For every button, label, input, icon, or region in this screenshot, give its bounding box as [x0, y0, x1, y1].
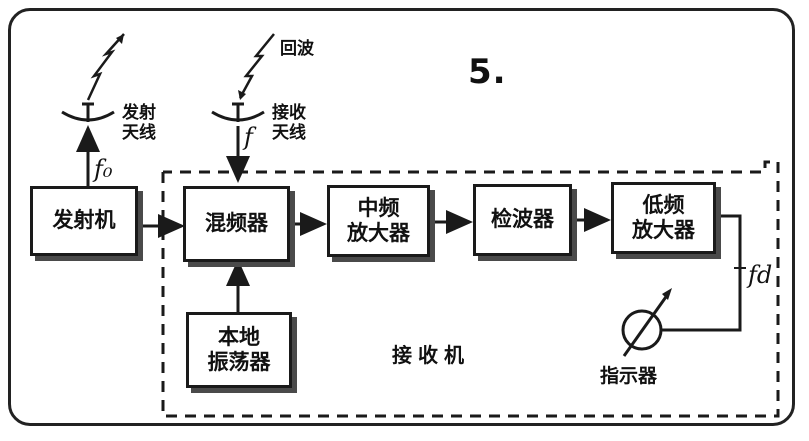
transmit-frequency-label: f₀: [94, 155, 113, 183]
transmit-wave-icon: [86, 33, 125, 101]
local-oscillator-line1: 本地: [218, 324, 260, 349]
lf-amplifier-line2: 放大器: [632, 218, 695, 242]
detector-label: 检波器: [491, 207, 554, 232]
local-oscillator-line2: 振荡器: [207, 350, 271, 374]
transmitter-label: 发射机: [52, 208, 116, 233]
receive-antenna-icon: [211, 102, 265, 122]
figure-frame: [8, 8, 795, 426]
if-amplifier-line1: 中频: [357, 195, 400, 220]
if-amplifier-block: 中频 放大器: [327, 185, 430, 257]
transmit-antenna-label: 发射 天线: [122, 103, 156, 143]
echo-label: 回波: [280, 39, 314, 59]
lf-amplifier-block: 低频 放大器: [611, 182, 716, 254]
echo-wave-icon: [238, 33, 275, 100]
receive-antenna-label: 接收 天线: [272, 103, 306, 143]
receive-frequency-label: f: [244, 123, 253, 151]
receiver-boundary: [161, 160, 780, 418]
transmit-antenna-icon: [61, 102, 115, 122]
doppler-frequency-label: fd: [748, 261, 773, 289]
mixer-block: 混频器: [183, 186, 290, 262]
transmitter-block: 发射机: [30, 186, 138, 256]
lf-amplifier-line1: 低频: [642, 192, 685, 217]
indicator-meter-icon: [621, 288, 672, 357]
local-oscillator-block: 本地 振荡器: [186, 312, 292, 388]
indicator-label: 指示器: [600, 365, 658, 387]
if-amplifier-line2: 放大器: [347, 221, 410, 245]
detector-block: 检波器: [473, 184, 572, 256]
figure-number: 5.: [468, 52, 507, 92]
receiver-label: 接收机: [392, 343, 470, 367]
mixer-label: 混频器: [205, 211, 268, 236]
